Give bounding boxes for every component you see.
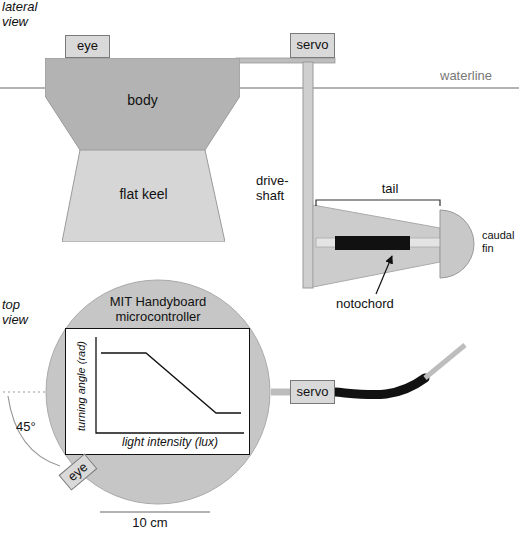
node-label: eye <box>77 39 98 54</box>
node-label: eye <box>65 460 91 485</box>
leader-line <box>376 256 392 294</box>
waterline-label: waterline <box>440 69 515 84</box>
caudal-fin-top <box>425 345 465 378</box>
servo-box: servo <box>290 380 335 404</box>
reference-line <box>3 391 45 392</box>
tail-bracket <box>316 200 440 206</box>
dimension-label: 10 cm <box>120 516 180 531</box>
chart-panel: turning angle (rad) light intensity (lux) <box>65 328 250 455</box>
node-label: MIT Handyboard microcontroller <box>83 295 233 325</box>
body-hull: body <box>45 58 240 150</box>
hull-outline <box>45 58 240 150</box>
notochord <box>335 236 410 250</box>
axis-label: turning angle (rad) <box>75 341 88 431</box>
part-label: tail <box>366 182 414 197</box>
hull-outline <box>62 150 225 242</box>
view-title: lateral view <box>2 0 54 30</box>
deck-bar <box>236 58 335 63</box>
node-label: body <box>45 92 240 108</box>
servo-box: servo <box>290 33 335 58</box>
tail-top <box>335 378 425 395</box>
plot-curve <box>101 353 241 413</box>
node-label: servo <box>297 38 329 53</box>
axis-label: light intensity (lux) <box>122 436 218 450</box>
sensor-box: eye <box>65 35 110 58</box>
plot-axes <box>96 337 244 433</box>
part-label: notochord <box>336 297 416 312</box>
keel-shape: flat keel <box>62 150 225 242</box>
angle-label: 45° <box>16 420 52 435</box>
scale-bar <box>100 511 210 512</box>
node-label: flat keel <box>62 186 225 202</box>
drive-shaft <box>303 62 313 288</box>
disc-outline <box>46 280 270 504</box>
view-title: top view <box>2 298 44 328</box>
part-label: caudal fin <box>482 229 518 254</box>
shaft-connector <box>271 389 290 396</box>
part-label: drive-shaft <box>256 174 302 204</box>
caudal-fin <box>440 210 474 278</box>
node-label: servo <box>297 385 329 400</box>
